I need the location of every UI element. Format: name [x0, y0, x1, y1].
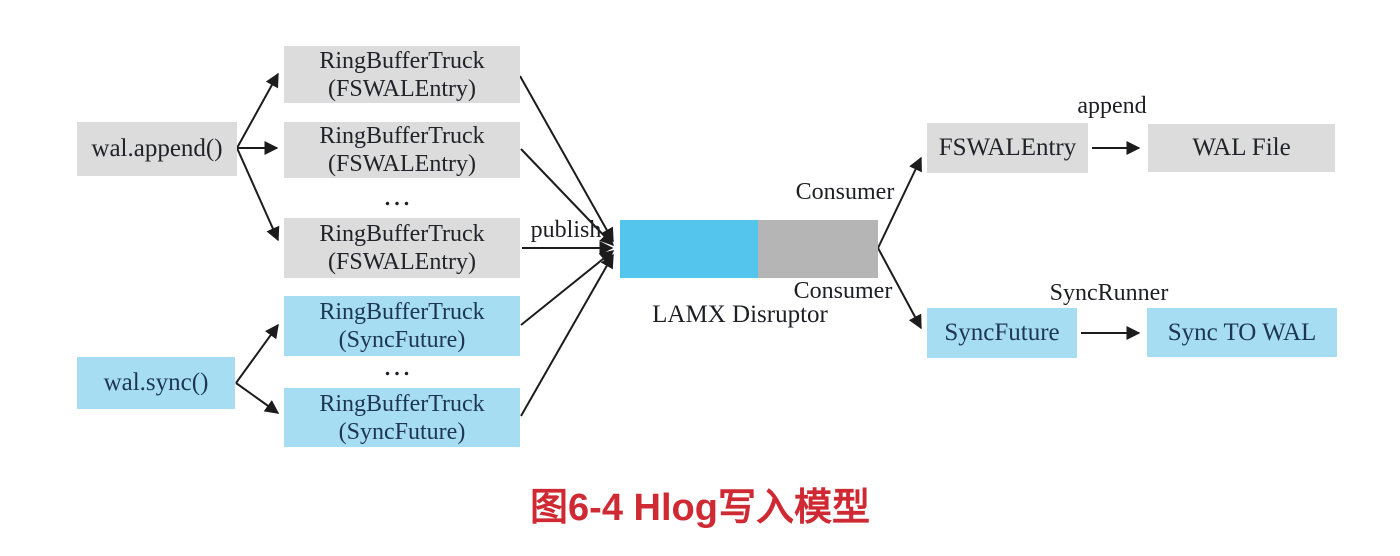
edge-disruptor-syncfuture — [877, 247, 922, 330]
publish-label: publish — [530, 217, 602, 243]
node-wal-append: wal.append() — [77, 122, 237, 176]
ellipsis-syncfuture-trucks: ... — [383, 349, 413, 382]
edge-append-truck3 — [236, 147, 280, 242]
consumer-bottom-label: Consumer — [793, 278, 893, 304]
node-wal-sync: wal.sync() — [77, 357, 235, 409]
node-ringbuffertruck-fswalentry-2: RingBufferTruck (FSWALEntry) — [284, 122, 520, 178]
append-label: append — [1077, 93, 1147, 119]
truck-line2: (SyncFuture) — [338, 418, 466, 445]
node-ringbuffertruck-fswalentry-3: RingBufferTruck (FSWALEntry) — [284, 218, 520, 278]
node-disruptor-ring — [620, 220, 878, 278]
truck-line1: RingBufferTruck — [319, 47, 485, 74]
truck-line2: (SyncFuture) — [338, 327, 466, 353]
node-ringbuffertruck-syncfuture-1: RingBufferTruck (SyncFuture) — [284, 296, 520, 356]
node-ringbuffertruck-syncfuture-2: RingBufferTruck (SyncFuture) — [284, 388, 520, 447]
syncrunner-label: SyncRunner — [1049, 280, 1169, 306]
ellipsis-fswal-trucks: ... — [383, 179, 413, 212]
truck-line2: (FSWALEntry) — [328, 75, 476, 102]
edge-truck2-disruptor — [520, 148, 614, 247]
edge-truck1-disruptor — [519, 75, 614, 243]
node-ringbuffertruck-fswalentry-1: RingBufferTruck (FSWALEntry) — [284, 46, 520, 103]
truck-line2: (FSWALEntry) — [328, 151, 476, 177]
node-syncfuture: SyncFuture — [927, 308, 1077, 358]
ring-filled-segment — [620, 220, 758, 278]
ring-empty-segment — [758, 220, 878, 278]
edge-sync-truck1 — [235, 323, 279, 384]
truck-line1: RingBufferTruck — [319, 299, 485, 325]
consumer-top-label: Consumer — [795, 179, 895, 205]
edge-truck5-disruptor — [520, 253, 614, 417]
truck-line1: RingBufferTruck — [319, 123, 485, 149]
node-sync-to-wal: Sync TO WAL — [1147, 308, 1337, 357]
truck-line1: RingBufferTruck — [319, 390, 485, 417]
node-wal-file: WAL File — [1148, 124, 1335, 172]
truck-line2: (FSWALEntry) — [328, 249, 476, 275]
truck-line1: RingBufferTruck — [319, 221, 485, 247]
edge-append-truck1 — [236, 72, 279, 149]
disruptor-label: LAMX Disruptor — [652, 301, 828, 328]
edge-sync-truck2 — [235, 382, 280, 414]
figure-caption: 图6-4 Hlog写入模型 — [530, 487, 870, 529]
node-fswalentry: FSWALEntry — [927, 123, 1088, 173]
edge-truck4-disruptor — [520, 250, 615, 326]
edge-disruptor-fswalentry — [877, 156, 922, 249]
